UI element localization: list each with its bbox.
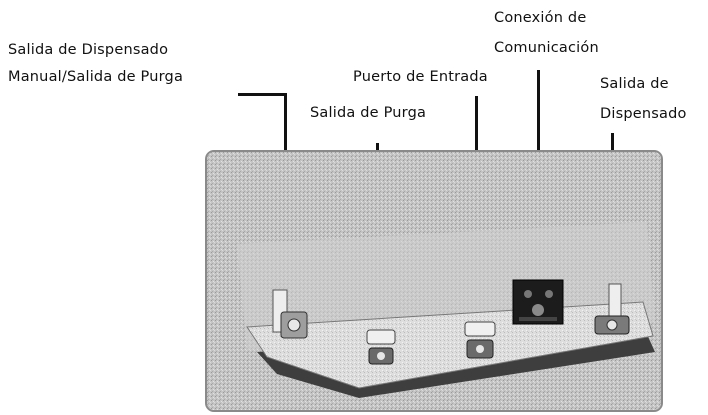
leader-manual-purge-horizontal xyxy=(238,93,286,96)
label-dispense-line2: Dispensado xyxy=(600,106,687,122)
label-comm-line2: Comunicación xyxy=(494,40,599,56)
manual-purge-fitting-icon xyxy=(272,289,308,339)
communication-connector-icon xyxy=(512,279,564,325)
label-manual-purge-line1: Salida de Dispensado xyxy=(8,42,169,58)
inlet-port-fitting-icon xyxy=(464,321,496,359)
dispense-outlet-fitting-icon xyxy=(594,283,630,335)
device-photo xyxy=(205,150,663,412)
label-purge-outlet: Salida de Purga xyxy=(310,105,427,121)
label-manual-purge-line2: Manual/Salida de Purga xyxy=(8,69,184,85)
label-dispense-line1: Salida de xyxy=(600,76,669,92)
device-illustration xyxy=(207,152,661,410)
label-comm-line1: Conexión de xyxy=(494,10,587,26)
purge-outlet-fitting-icon xyxy=(366,329,396,365)
label-inlet-port: Puerto de Entrada xyxy=(353,69,488,85)
